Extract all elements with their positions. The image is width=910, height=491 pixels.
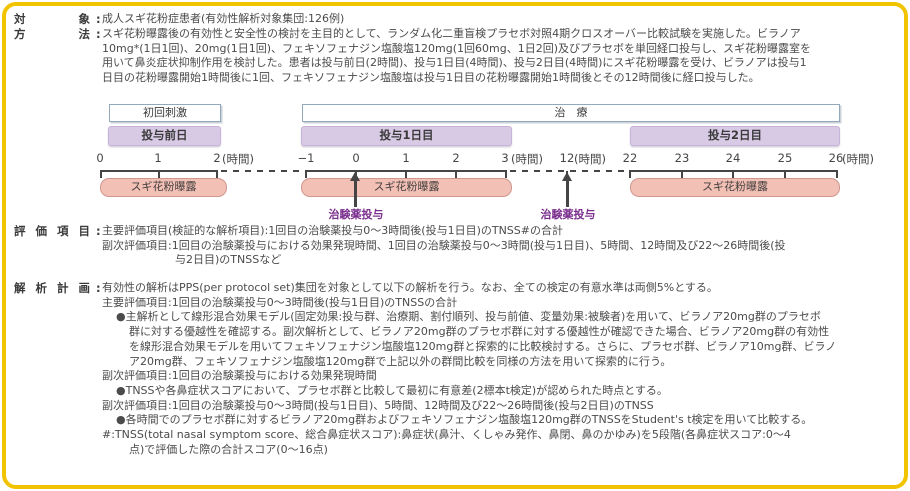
- text-line: スギ花粉曝露後の有効性と安全性の検討を主目的として、ランダム化二重盲検プラセボ対…: [102, 27, 801, 40]
- axis-tick: [355, 171, 357, 178]
- axis-tick: [732, 171, 734, 178]
- axis-tick-label: 25: [777, 151, 793, 165]
- text-line: ●各時間でのプラセボ群に対するビラノア20mg群およびフェキソフェナジン塩酸塩1…: [116, 413, 813, 427]
- drug-admin-arrow-icon: [354, 181, 357, 207]
- axis-tick: [216, 171, 218, 178]
- text-line: ア20mg群、フェキソフェナジン塩酸塩120mg群で上記以外の群間比較を同様の方…: [129, 354, 672, 368]
- axis-tick: [305, 171, 307, 178]
- drug-admin-arrow-icon: [566, 181, 569, 207]
- text-line: 点)で評価した際の合計スコア(0〜16点): [129, 442, 328, 456]
- label-colon: :: [96, 281, 101, 295]
- label-colon: :: [96, 27, 101, 41]
- text-line: 副次評価項目:1回目の治験薬投与0〜3時間(投与1日目)、5時間、12時間及び2…: [102, 398, 654, 412]
- first-stimulation-box: 初回刺激: [109, 104, 221, 122]
- text-line: 副次評価項目:1回目の治験薬投与における効果発現時間: [102, 369, 377, 383]
- axis-tick: [405, 171, 407, 178]
- axis-tick-label: 22: [622, 151, 638, 165]
- axis-tick-label: 24: [725, 151, 741, 165]
- text-line: 日目の花粉曝露開始1時間後に1回、フェキソフェナジン塩酸塩は投与1日目の花粉曝露…: [102, 71, 760, 85]
- section-label-method: 方法: [14, 27, 90, 41]
- section-subject: 対象 : 成人スギ花粉症患者(有効性解析対象集団:126例): [14, 12, 898, 27]
- axis-tick: [505, 171, 507, 178]
- label-colon: :: [96, 12, 101, 26]
- text-line: 副次評価項目:1回目の治験薬投与における効果発現時間、1回目の治験薬投与0〜3時…: [102, 238, 786, 252]
- axis-tick-label: 1: [402, 151, 410, 165]
- axis-tick: [100, 171, 102, 178]
- text-line: ●主解析として線形混合効果モデル(固定効果:投与群、治療期、割付順列、投与前値、…: [116, 310, 821, 324]
- timeline-axis-dashed: [221, 170, 305, 172]
- axis-tick: [566, 171, 568, 178]
- axis-time-unit: (時間): [222, 152, 254, 166]
- axis-time-unit: (時間): [842, 152, 874, 166]
- text-line: 有効性の解析はPPS(per protocol set)集団を対象として以下の解…: [102, 281, 718, 294]
- subject-text: 成人スギ花粉症患者(有効性解析対象集団:126例): [102, 12, 345, 25]
- axis-tick: [681, 171, 683, 178]
- section-method: 方法 : スギ花粉曝露後の有効性と安全性の検討を主目的として、ランダム化二重盲検…: [14, 27, 898, 86]
- axis-tick: [836, 171, 838, 178]
- pollen-exposure-box: スギ花粉曝露: [630, 178, 840, 197]
- day1-box: 投与1日目: [301, 126, 512, 146]
- text-line: 用いて鼻炎症状抑制作用を検討した。患者は投与前日(2時間)、投与1日目(4時間)…: [102, 56, 807, 70]
- pollen-exposure-box: スギ花粉曝露: [100, 178, 227, 197]
- axis-tick-label: −1: [297, 151, 315, 165]
- axis-tick-label: 12: [559, 151, 575, 165]
- day2-box: 投与2日目: [630, 126, 840, 146]
- section-label-subject: 対象: [14, 12, 90, 26]
- text-line: 10mg*(1日1回)、20mg(1日1回)、フェキソフェナジン塩酸塩120mg…: [102, 41, 812, 55]
- axis-tick-label: 2: [452, 151, 460, 165]
- drug-admin-arrow-icon: [562, 172, 572, 181]
- day-before-box: 投与前日: [108, 126, 221, 146]
- axis-tick-label: 2: [213, 151, 221, 165]
- text-line: 群に対する優越性を確認する。副次解析として、ビラノア20mg群のプラセボ群に対す…: [129, 325, 830, 339]
- section-analysis-plan: 解析計画 : 有効性の解析はPPS(per protocol set)集団を対象…: [14, 281, 898, 457]
- axis-time-unit: (時間): [511, 152, 543, 166]
- text-line: ●TNSSや各鼻症状スコアにおいて、プラセボ群と比較して最初に有意差(2標本t検…: [116, 383, 668, 397]
- axis-tick: [784, 171, 786, 178]
- label-colon: :: [96, 224, 101, 238]
- drug-admin-label: 治験薬投与: [328, 208, 384, 221]
- axis-tick: [455, 171, 457, 178]
- axis-tick-label: 26: [828, 151, 844, 165]
- text-line: 主要評価項目(検証的な解析項目):1回目の治験薬投与0〜3時間後(投与1日目)の…: [102, 224, 563, 237]
- axis-tick-label: 1: [154, 151, 162, 165]
- section-label-evaluation: 評価項目: [14, 224, 90, 238]
- drug-admin-label: 治験薬投与: [540, 208, 596, 221]
- axis-tick: [629, 171, 631, 178]
- text-line: #:TNSS(total nasal symptom score、総合鼻症状スコ…: [102, 428, 791, 442]
- timeline-axis-segment: [305, 170, 507, 172]
- section-evaluation: 評価項目 : 主要評価項目(検証的な解析項目):1回目の治験薬投与0〜3時間後(…: [14, 224, 898, 268]
- axis-tick-label: 0: [96, 151, 104, 165]
- timeline-axis-segment: [100, 170, 218, 172]
- section-label-analysis-plan: 解析計画: [14, 281, 90, 295]
- axis-tick-label: 3: [501, 151, 509, 165]
- pollen-exposure-box: スギ花粉曝露: [301, 178, 512, 197]
- text-line: を線形混合効果モデルを用いてフェキソフェナジン塩酸塩120mg群と探索的に比較検…: [129, 339, 837, 353]
- text-line: 主要評価項目:1回目の治験薬投与0〜3時間後(投与1日目)のTNSSの合計: [102, 295, 458, 309]
- timeline-axis-segment: [629, 170, 838, 172]
- text-line: 与2日目)のTNSSなど: [175, 253, 282, 267]
- axis-tick: [158, 171, 160, 178]
- treatment-box: 治 療: [302, 104, 840, 122]
- axis-time-unit: (時間): [574, 152, 606, 166]
- axis-tick-label: 0: [352, 151, 360, 165]
- axis-tick-label: 23: [674, 151, 690, 165]
- timeline-axis-dashed: [510, 170, 629, 172]
- drug-admin-arrow-icon: [350, 172, 360, 181]
